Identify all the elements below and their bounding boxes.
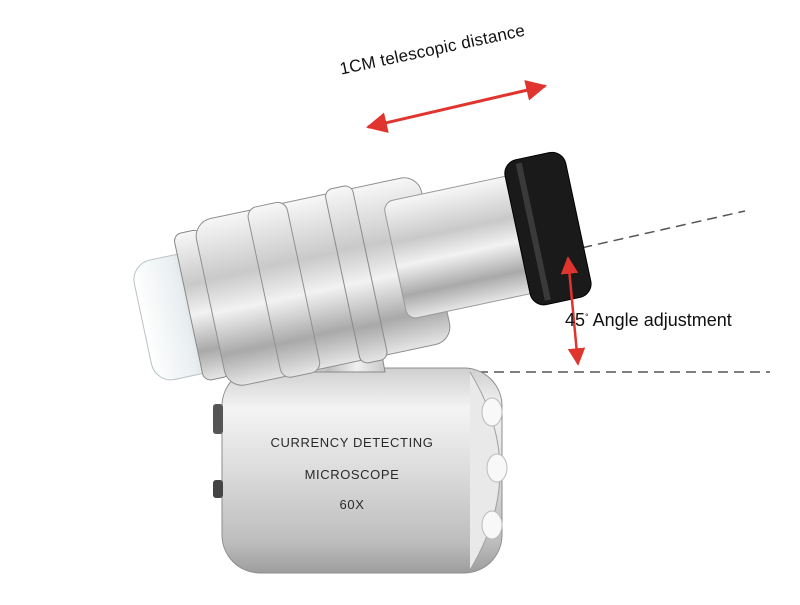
angle-number: 45 — [565, 310, 586, 330]
device-text-line2: MICROSCOPE — [304, 467, 400, 482]
microscope-body — [213, 367, 508, 574]
angle-arrow — [560, 256, 586, 366]
angle-adjustment-label: 45° Angle adjustment — [565, 310, 732, 330]
microscope-tube — [133, 151, 592, 386]
telescopic-arrow — [365, 80, 548, 133]
device-text-line3: 60X — [339, 497, 365, 512]
angle-text: Angle adjustment — [592, 310, 732, 330]
device-text-line1: CURRENCY DETECTING — [270, 435, 434, 450]
